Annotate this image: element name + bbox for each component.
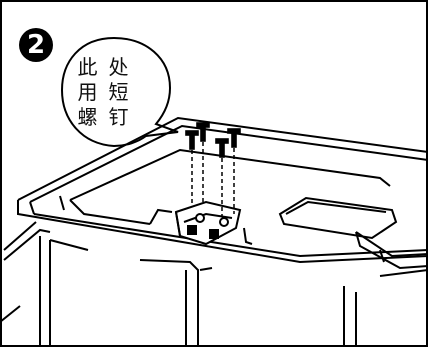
callout-bubble	[60, 36, 179, 148]
screw-guide-lines	[191, 142, 235, 216]
callout-char: 用	[77, 80, 98, 104]
callout-char: 钉	[108, 105, 129, 129]
callout-char: 此	[77, 55, 98, 79]
screw-3	[215, 138, 229, 158]
stand-bracket	[174, 200, 242, 246]
short-screws	[185, 122, 241, 158]
callout-char: 螺	[77, 105, 98, 129]
step-badge	[19, 28, 53, 62]
tv-back-panel	[17, 116, 428, 270]
screw-4	[227, 128, 241, 148]
callout-text: 此 处 用 短 螺 钉	[74, 55, 164, 130]
table-legs	[0, 221, 428, 346]
screw-2	[196, 122, 210, 142]
screw-1	[185, 130, 199, 150]
callout-char: 短	[108, 80, 129, 104]
callout-char: 处	[108, 55, 129, 79]
step-number: 2	[26, 30, 46, 60]
